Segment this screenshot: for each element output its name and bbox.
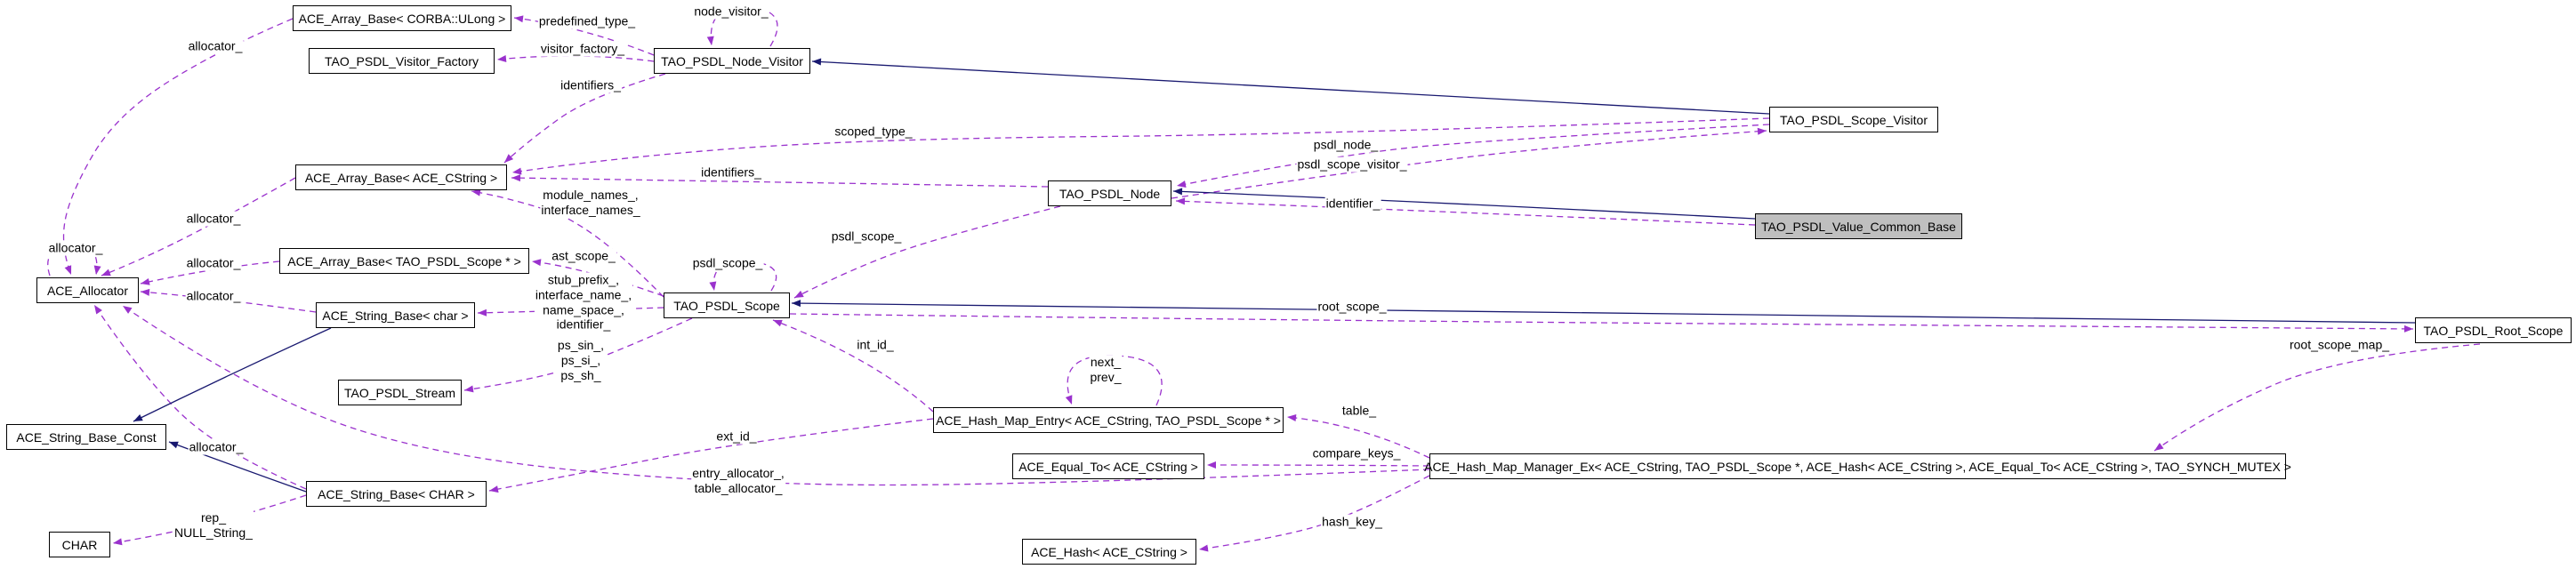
class-node-ace-string-base-char-upper[interactable]: ACE_String_Base< CHAR > xyxy=(306,481,487,507)
edge-label-ace-hash-map-manager-ex-to-ace-hash-map-entry: table_ xyxy=(1340,403,1378,419)
edge-label-tao-psdl-scope-visitor-to-tao-psdl-node: psdl_node_ xyxy=(1312,137,1380,153)
inheritance-edge-tao-psdl-value-common-base-to-tao-psdl-node xyxy=(1172,188,1756,220)
edge-label-tao-psdl-node-to-tao-psdl-scope: psdl_scope_ xyxy=(830,228,903,244)
edge-label-tao-psdl-root-scope-to-ace-hash-map-manager-ex: root_scope_map_ xyxy=(2288,337,2391,353)
usage-edge-tao-psdl-node-to-tao-psdl-scope xyxy=(793,205,1061,299)
class-node-tao-psdl-visitor-factory[interactable]: TAO_PSDL_Visitor_Factory xyxy=(309,48,495,74)
usage-edge-tao-psdl-scope-to-tao-psdl-root-scope xyxy=(789,313,2414,333)
usage-edge-tao-psdl-scope-to-tao-psdl-scope xyxy=(709,260,777,292)
usage-edge-ace-hash-map-manager-ex-to-ace-hash-map-entry xyxy=(1286,414,1430,459)
usage-edge-tao-psdl-node-to-ace-array-base-ace-cstring xyxy=(511,174,1049,188)
inheritance-edge-ace-string-base-char-upper-to-ace-string-base-const xyxy=(168,441,307,493)
class-node-tao-psdl-root-scope[interactable]: TAO_PSDL_Root_Scope xyxy=(2415,317,2572,343)
edge-label-tao-psdl-scope-to-tao-psdl-scope: psdl_scope_ xyxy=(691,255,764,271)
edge-label-ace-allocator-to-ace-allocator: allocator_ xyxy=(47,240,104,256)
edge-label-ace-string-base-char-upper-to-char: rep_ NULL_String_ xyxy=(173,510,254,541)
usage-edge-ace-hash-map-manager-ex-to-ace-hash-ace-cstring xyxy=(1198,475,1430,552)
class-node-tao-psdl-node-visitor[interactable]: TAO_PSDL_Node_Visitor xyxy=(654,48,810,74)
edge-label-tao-psdl-node-visitor-to-tao-psdl-visitor-factory: visitor_factory_ xyxy=(539,41,626,57)
edge-label-tao-psdl-scope-to-tao-psdl-stream: ps_sin_, ps_si_, ps_sh_ xyxy=(556,337,606,383)
edge-label-tao-psdl-scope-to-ace-string-base-char: stub_prefix_, interface_name_, name_spac… xyxy=(534,272,633,333)
edge-label-tao-psdl-node-to-tao-psdl-scope-visitor: psdl_scope_visitor_ xyxy=(1296,156,1408,172)
edge-label-tao-psdl-node-visitor-to-ace-array-base-corba-ulong: predefined_type_ xyxy=(537,13,637,29)
class-node-ace-hash-map-entry[interactable]: ACE_Hash_Map_Entry< ACE_CString, TAO_PSD… xyxy=(933,407,1284,433)
edge-label-ace-hash-map-entry-to-ace-hash-map-entry: next_ prev_ xyxy=(1089,355,1123,385)
usage-edge-ace-array-base-corba-ulong-to-ace-allocator xyxy=(62,18,294,276)
inheritance-edge-tao-psdl-scope-visitor-to-tao-psdl-node-visitor xyxy=(811,58,1770,115)
class-node-tao-psdl-value-common-base: TAO_PSDL_Value_Common_Base xyxy=(1755,213,1962,239)
edge-label-ace-string-base-char-upper-to-ace-allocator: allocator_ xyxy=(188,439,245,455)
edge-label-ace-array-base-corba-ulong-to-ace-allocator: allocator_ xyxy=(187,38,244,54)
edge-label-ace-hash-map-entry-to-tao-psdl-scope: int_id_ xyxy=(856,337,895,353)
usage-edge-ace-hash-map-entry-to-tao-psdl-scope xyxy=(772,319,934,413)
usage-edge-ace-hash-map-manager-ex-to-ace-equal-to-ace-cstring xyxy=(1206,461,1430,469)
class-node-ace-string-base-char[interactable]: ACE_String_Base< char > xyxy=(316,302,475,328)
class-node-ace-allocator[interactable]: ACE_Allocator xyxy=(36,277,139,303)
edge-label-tao-psdl-node-visitor-to-tao-psdl-node-visitor: node_visitor_ xyxy=(693,4,769,20)
usage-edge-tao-psdl-node-visitor-to-ace-array-base-corba-ulong xyxy=(513,15,655,56)
usage-edge-ace-array-base-ace-cstring-to-ace-allocator xyxy=(101,177,296,276)
class-node-tao-psdl-stream[interactable]: TAO_PSDL_Stream xyxy=(338,380,462,405)
class-node-char[interactable]: CHAR xyxy=(49,532,110,557)
usage-edge-ace-hash-map-manager-ex-to-ace-allocator xyxy=(122,305,1430,486)
usage-edge-ace-hash-map-entry-to-ace-string-base-char-upper xyxy=(488,418,934,493)
class-node-tao-psdl-scope[interactable]: TAO_PSDL_Scope xyxy=(664,293,790,318)
edge-label-ace-array-base-ace-cstring-to-ace-allocator: allocator_ xyxy=(185,211,242,227)
edge-label-ace-string-base-char-to-ace-allocator: allocator_ xyxy=(185,288,242,304)
edge-label-tao-psdl-scope-to-ace-array-base-ace-cstring: module_names_, interface_names_ xyxy=(540,188,641,218)
edge-label-ace-hash-map-manager-ex-to-ace-hash-ace-cstring: hash_key_ xyxy=(1321,514,1383,530)
edge-label-tao-psdl-scope-to-tao-psdl-root-scope: root_scope_ xyxy=(1316,299,1388,315)
class-node-ace-equal-to-ace-cstring[interactable]: ACE_Equal_To< ACE_CString > xyxy=(1012,453,1204,479)
edge-label-ace-hash-map-manager-ex-to-ace-equal-to-ace-cstring: compare_keys_ xyxy=(1311,445,1402,461)
edge-label-ace-hash-map-manager-ex-to-ace-allocator: entry_allocator_, table_allocator_ xyxy=(691,466,785,496)
usage-edge-tao-psdl-node-to-tao-psdl-scope-visitor xyxy=(1171,127,1767,199)
class-node-ace-array-base-corba-ulong[interactable]: ACE_Array_Base< CORBA::ULong > xyxy=(293,5,511,31)
class-node-ace-array-base-tao-psdl-scope[interactable]: ACE_Array_Base< TAO_PSDL_Scope * > xyxy=(279,248,529,274)
usage-edge-tao-psdl-scope-visitor-to-ace-array-base-ace-cstring xyxy=(511,117,1770,175)
usage-edge-tao-psdl-root-scope-to-ace-hash-map-manager-ex xyxy=(2153,343,2481,452)
edge-label-tao-psdl-scope-visitor-to-ace-array-base-ace-cstring: scoped_type_ xyxy=(833,124,914,140)
usage-edge-tao-psdl-node-visitor-to-ace-array-base-ace-cstring xyxy=(503,73,666,164)
edge-label-tao-psdl-value-common-base-to-tao-psdl-node: identifier_ xyxy=(1324,196,1381,212)
usage-edge-ace-string-base-char-to-ace-allocator xyxy=(140,288,317,313)
usage-edge-tao-psdl-node-visitor-to-tao-psdl-visitor-factory xyxy=(496,55,655,62)
edge-label-tao-psdl-node-to-ace-array-base-ace-cstring: identifiers_ xyxy=(700,164,762,180)
class-node-ace-hash-map-manager-ex[interactable]: ACE_Hash_Map_Manager_Ex< ACE_CString, TA… xyxy=(1424,453,2291,479)
class-node-ace-hash-ace-cstring[interactable]: ACE_Hash< ACE_CString > xyxy=(1022,539,1196,565)
class-node-ace-array-base-ace-cstring[interactable]: ACE_Array_Base< ACE_CString > xyxy=(295,164,507,190)
edge-label-ace-hash-map-entry-to-ace-string-base-char-upper: ext_id_ xyxy=(715,429,758,445)
usage-edge-ace-hash-map-entry-to-ace-hash-map-entry xyxy=(1065,355,1163,406)
inheritance-edge-tao-psdl-root-scope-to-tao-psdl-scope xyxy=(791,300,2416,324)
class-node-tao-psdl-node[interactable]: TAO_PSDL_Node xyxy=(1048,180,1171,206)
edge-label-tao-psdl-node-visitor-to-ace-array-base-ace-cstring: identifiers_ xyxy=(559,77,622,93)
usage-edge-tao-psdl-value-common-base-to-tao-psdl-node xyxy=(1175,197,1756,226)
edge-label-tao-psdl-scope-to-ace-array-base-tao-psdl-scope: ast_scope_ xyxy=(551,248,616,264)
class-node-ace-string-base-const[interactable]: ACE_String_Base_Const xyxy=(6,424,166,450)
inheritance-edge-ace-string-base-char-to-ace-string-base-const xyxy=(133,327,332,422)
edge-label-ace-array-base-tao-psdl-scope-to-ace-allocator: allocator_ xyxy=(185,255,242,271)
usage-edge-tao-psdl-scope-visitor-to-tao-psdl-node xyxy=(1176,124,1770,188)
usage-edge-ace-string-base-char-upper-to-ace-allocator xyxy=(93,304,307,490)
class-node-tao-psdl-scope-visitor[interactable]: TAO_PSDL_Scope_Visitor xyxy=(1769,107,1938,132)
